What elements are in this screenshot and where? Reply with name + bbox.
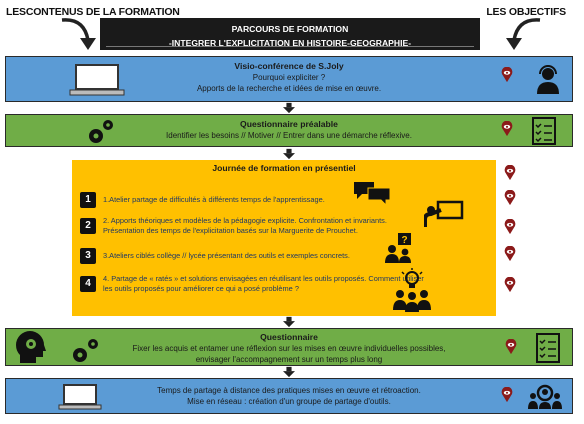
step-line: Mise en réseau : création d'un groupe de…	[187, 397, 391, 406]
eye-pin-icon	[504, 219, 516, 235]
eye-pin-icon	[504, 165, 516, 181]
step-line: Identifier les besoins // Motiver // Ent…	[166, 131, 412, 140]
down-arrow-icon	[283, 316, 295, 328]
journee-presentiel-box: Journée de formation en présentiel 1 1.A…	[72, 160, 496, 316]
item-text: 4. Partage de « ratés » et solutions env…	[103, 274, 424, 293]
step-line: Apports de la recherche et idées de mise…	[196, 84, 382, 93]
down-arrow-icon	[283, 102, 295, 114]
eye-pin-icon	[504, 246, 516, 262]
curved-arrow-right-icon	[506, 18, 541, 50]
step-visio-conference: Visio-conférence de S.Joly Pourquoi expl…	[5, 56, 573, 102]
checklist-icon	[536, 333, 560, 363]
step-line: Pourquoi expliciter ?	[252, 73, 326, 82]
objectives-header: LES OBJECTIFS	[486, 6, 566, 18]
curved-arrow-left-icon	[61, 18, 96, 50]
step-title: Visio-conférence de S.Joly	[234, 61, 344, 71]
step-line: Fixer les acquis et entamer une réflexio…	[132, 344, 446, 353]
eye-pin-icon	[501, 387, 513, 403]
headset-user-icon	[537, 65, 559, 94]
item-text: 2. Apports théoriques et modèles de la p…	[103, 216, 387, 235]
chat-bubbles-icon	[354, 182, 391, 206]
down-arrow-icon	[283, 148, 295, 160]
step-line: Temps de partage à distance des pratique…	[157, 386, 421, 395]
teacher-board-icon	[424, 200, 464, 227]
step-questionnaire: Questionnaire Fixer les acquis et entame…	[5, 328, 573, 366]
item-text: 3.Ateliers ciblés collège // lycée prése…	[103, 251, 350, 260]
item-number: 4	[80, 276, 96, 292]
laptop-icon	[58, 384, 102, 410]
item-number: 3	[80, 248, 96, 264]
step-title: Questionnaire préalable	[240, 119, 338, 129]
item-text: 1.Atelier partage de difficultés à diffé…	[103, 195, 325, 204]
eye-pin-icon	[505, 339, 517, 355]
step-questionnaire-prealable: Questionnaire préalable Identifier les b…	[5, 114, 573, 147]
head-gears-icon	[16, 331, 46, 363]
item-number: 2	[80, 218, 96, 234]
step-partage-distance: Temps de partage à distance des pratique…	[5, 378, 573, 414]
question-person-icon: ?	[385, 233, 411, 263]
lightbulb-group-icon	[393, 268, 431, 312]
eye-pin-icon	[504, 190, 516, 206]
step-title: Questionnaire	[260, 332, 318, 342]
step-line: envisager l'accompagnement sur un temps …	[195, 355, 383, 364]
checklist-icon	[532, 117, 556, 145]
journee-title: Journée de formation en présentiel	[212, 163, 356, 173]
video-conference-icon	[528, 384, 562, 409]
laptop-icon	[69, 64, 125, 96]
svg-text:?: ?	[402, 235, 408, 246]
eye-pin-icon	[501, 121, 513, 137]
gears-icon	[89, 120, 113, 143]
contents-header: LESCONTENUS DE LA FORMATION	[6, 6, 180, 18]
eye-pin-icon	[504, 277, 516, 293]
title-line-2: -INTEGRER L'EXPLICITATION EN HISTOIRE-GE…	[168, 38, 412, 48]
item-number: 1	[80, 192, 96, 208]
down-arrow-icon	[283, 366, 295, 378]
title-line-1: PARCOURS DE FORMATION	[231, 24, 349, 34]
eye-pin-icon	[501, 67, 513, 83]
gears-icon	[73, 339, 98, 362]
title-box: PARCOURS DE FORMATION -INTEGRER L'EXPLIC…	[100, 18, 480, 50]
